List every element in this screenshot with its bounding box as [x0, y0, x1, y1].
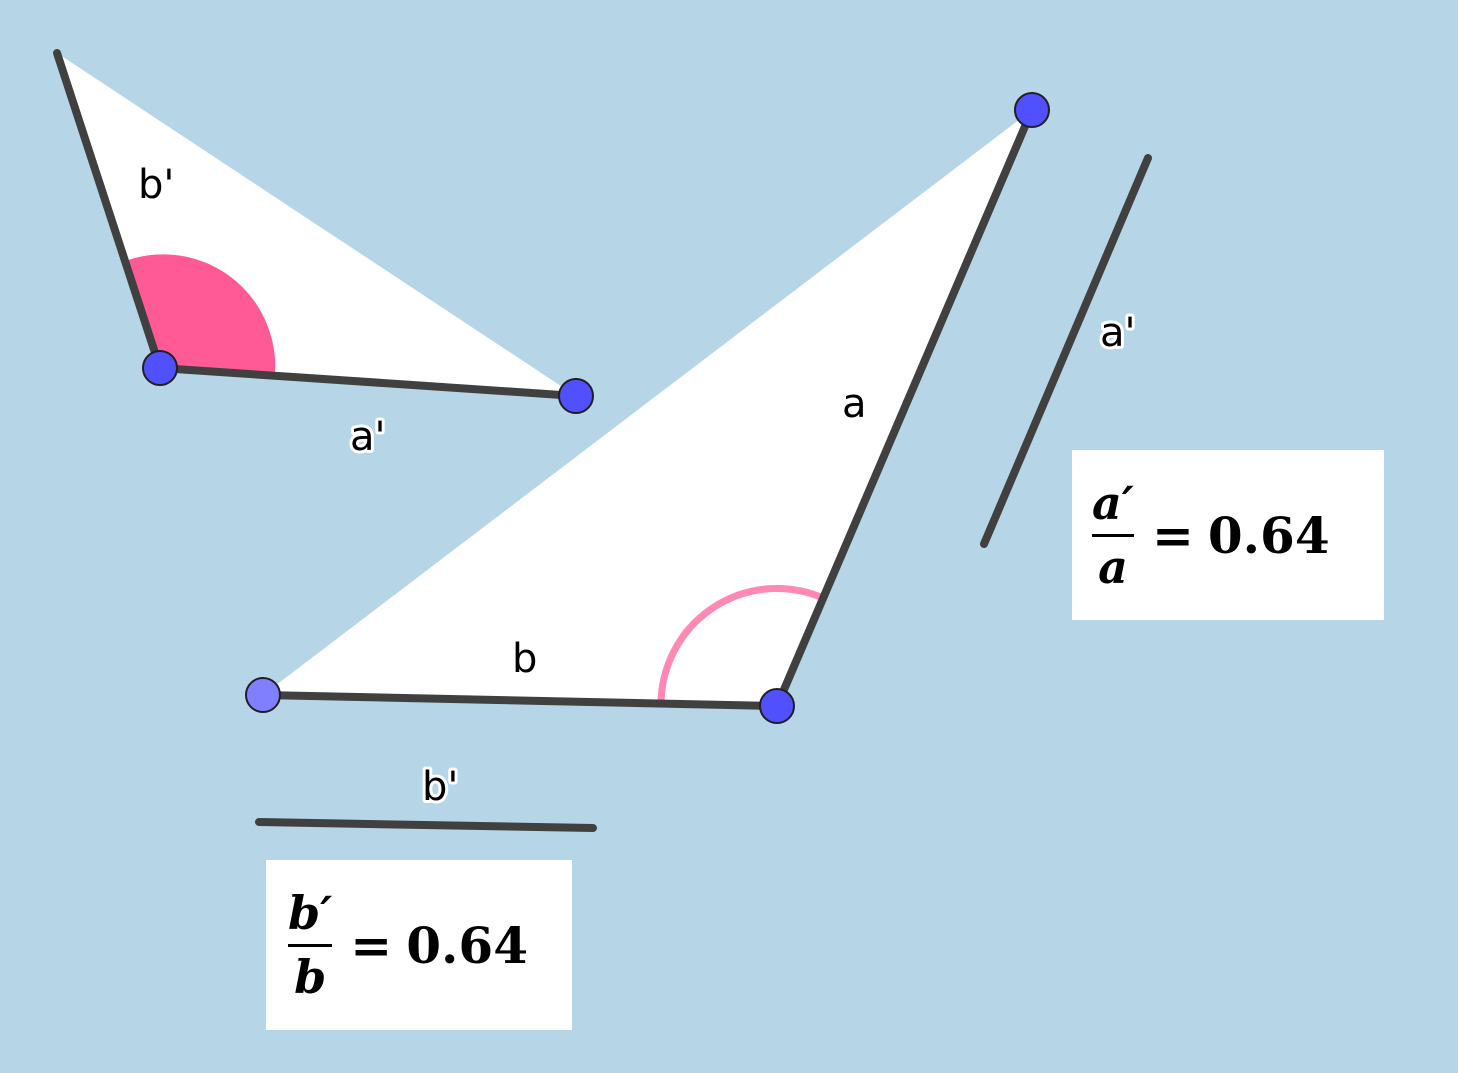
large-triangle-label-b: b [512, 636, 537, 682]
ratio-b-box: b′ b =0.64 [266, 860, 572, 1030]
loose-segment-a-prime[interactable] [980, 154, 1152, 548]
loose-segment-b-prime[interactable] [255, 818, 597, 832]
ratio-b-fraction: b′ b [288, 886, 333, 1004]
small-triangle-vertex-angle[interactable] [142, 350, 178, 386]
large-triangle-vertex-top[interactable] [1014, 92, 1050, 128]
small-triangle-side-b-prime[interactable] [53, 49, 164, 372]
small-triangle-vertex-right[interactable] [558, 378, 594, 414]
ratio-a-numerator: a′ [1092, 476, 1134, 531]
small-triangle-label-b-prime: b' [138, 162, 174, 208]
ratio-b-denominator: b [294, 949, 327, 1004]
large-triangle-label-a: a [842, 381, 867, 427]
large-triangle-angle-arc [657, 585, 825, 705]
ratio-a-fraction-bar [1092, 533, 1134, 537]
large-triangle-side-a[interactable] [773, 106, 1036, 710]
small-triangle-label-a-prime: a' [350, 414, 386, 460]
ratio-a-fraction: a′ a [1092, 479, 1134, 591]
small-triangle-fill[interactable] [57, 53, 576, 396]
ratio-a-value: 0.64 [1207, 505, 1330, 565]
loose-segment-label-a-prime: a' [1100, 310, 1136, 356]
large-triangle-side-b[interactable] [259, 691, 781, 710]
ratio-b-equals: = [350, 915, 393, 975]
ratio-b-numerator: b′ [288, 886, 333, 941]
small-triangle-side-a-prime[interactable] [156, 364, 580, 400]
ratio-b-fraction-bar [288, 943, 333, 947]
large-triangle-vertex-left[interactable] [245, 677, 281, 713]
large-triangle-vertex-angle[interactable] [759, 688, 795, 724]
large-triangle-fill[interactable] [263, 110, 1032, 706]
loose-segment-label-b-prime: b' [422, 764, 458, 810]
small-triangle-angle-marker [128, 254, 276, 373]
ratio-a-denominator: a [1098, 539, 1128, 594]
ratio-b-value: 0.64 [406, 915, 528, 975]
ratio-a-equals: = [1151, 505, 1194, 565]
ratio-a-box: a′ a =0.64 [1072, 450, 1384, 620]
